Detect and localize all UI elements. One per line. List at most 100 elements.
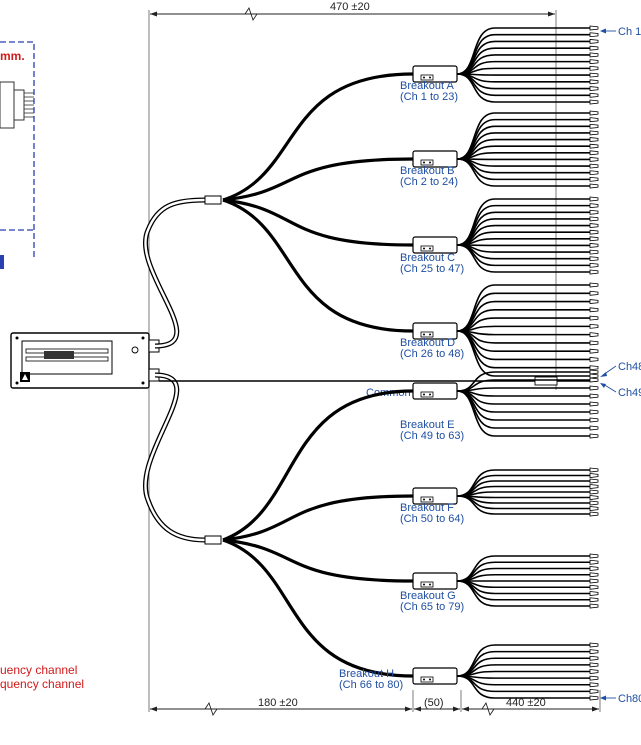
breakout-screw bbox=[423, 678, 425, 681]
branch-cable bbox=[222, 72, 414, 202]
fanout-wire bbox=[456, 330, 590, 336]
breakout-range: (Ch 66 to 80) bbox=[339, 679, 403, 691]
connector-tip bbox=[589, 72, 599, 78]
breakout-tab bbox=[420, 391, 434, 398]
fanout-wire bbox=[456, 387, 590, 392]
connector-tip bbox=[589, 59, 599, 65]
connector-tip bbox=[589, 143, 599, 149]
connector-tip bbox=[589, 86, 599, 91]
connector-tip bbox=[589, 401, 599, 407]
breakout-screw bbox=[423, 247, 425, 250]
breakout-range: (Ch 50 to 64) bbox=[400, 513, 464, 525]
fanout-wire bbox=[456, 573, 590, 582]
connector-tip bbox=[589, 572, 599, 578]
breakout-screw bbox=[423, 333, 425, 336]
connector-tip bbox=[589, 591, 599, 596]
branch-cable bbox=[222, 538, 414, 678]
breakout-module bbox=[412, 572, 458, 590]
connector-tip bbox=[589, 688, 599, 694]
connector-tip bbox=[589, 357, 599, 362]
connector-tip bbox=[589, 417, 599, 423]
connector-tip bbox=[589, 170, 599, 176]
connector-tip bbox=[589, 649, 599, 655]
connector-tip bbox=[589, 553, 599, 559]
connector-tip bbox=[589, 662, 599, 668]
breakout-screw bbox=[429, 333, 431, 336]
connector-tip bbox=[589, 262, 599, 268]
connector-tip bbox=[589, 117, 599, 123]
breakout-branches bbox=[222, 65, 458, 685]
connector-tip bbox=[589, 45, 599, 51]
connector-tip bbox=[589, 163, 599, 169]
connector-tip bbox=[589, 196, 599, 202]
connector-tip bbox=[589, 79, 599, 85]
breakout-screw bbox=[423, 76, 425, 79]
breakout-screw bbox=[429, 498, 431, 501]
connector-tip bbox=[589, 500, 599, 506]
fanout-bundles bbox=[456, 25, 599, 701]
fanout-wire bbox=[456, 390, 590, 437]
connector-tip bbox=[589, 484, 599, 489]
breakout-range: (Ch 49 to 63) bbox=[400, 430, 464, 442]
connector-tip bbox=[589, 229, 599, 235]
connector-tip bbox=[589, 566, 599, 571]
fanout-wire bbox=[456, 238, 590, 246]
inset-connector-body bbox=[0, 81, 15, 129]
connector-tip bbox=[589, 332, 599, 338]
dimension-top: 470 ±20 bbox=[150, 1, 555, 22]
breakout-name: Breakout D bbox=[400, 337, 455, 349]
connector-tip bbox=[589, 299, 599, 304]
connector-tip bbox=[589, 123, 599, 129]
breakout-name: Breakout G bbox=[400, 590, 456, 602]
connector-tip bbox=[589, 25, 599, 31]
connector-tip bbox=[589, 340, 599, 346]
inset-connector-head bbox=[13, 89, 25, 121]
breakout-screw bbox=[423, 583, 425, 586]
channel-label-ch48: Ch48 bbox=[618, 361, 641, 373]
connector-tip bbox=[589, 425, 599, 431]
breakout-screw bbox=[423, 498, 425, 501]
breakout-range: (Ch 65 to 79) bbox=[400, 601, 464, 613]
connector-tip bbox=[589, 597, 599, 603]
connector-tip bbox=[589, 150, 599, 156]
inset-marker bbox=[0, 255, 4, 269]
fanout-wire bbox=[456, 152, 590, 160]
breakout-name: Breakout A bbox=[400, 80, 454, 92]
connector-tip bbox=[589, 584, 599, 590]
breakout-tab bbox=[420, 159, 434, 166]
connector-tip bbox=[589, 256, 599, 262]
breakout-tab bbox=[420, 245, 434, 252]
breakout-screw bbox=[429, 393, 431, 396]
breakout-tab bbox=[420, 581, 434, 588]
branch-cable bbox=[222, 389, 414, 542]
fanout-wire bbox=[456, 495, 590, 499]
connector-tip bbox=[589, 32, 599, 38]
breakout-module bbox=[412, 667, 458, 685]
breakout-name: Breakout H bbox=[339, 668, 394, 680]
connector-tip bbox=[589, 603, 599, 609]
fanout-wire bbox=[456, 158, 590, 187]
breakout-name: Breakout B bbox=[400, 165, 454, 177]
connector-tip bbox=[589, 249, 599, 255]
breakout-name: Breakout E bbox=[400, 419, 454, 431]
connector-tip bbox=[589, 176, 599, 182]
fanout-wire bbox=[456, 675, 590, 679]
dimension-bottom-right-label: 440 ±20 bbox=[506, 697, 546, 709]
connector-tip bbox=[589, 695, 599, 701]
connector-tip bbox=[589, 157, 599, 162]
breakout-range: (Ch 2 to 24) bbox=[400, 176, 458, 188]
fanout-wire bbox=[456, 664, 590, 677]
connector-tip bbox=[589, 489, 599, 495]
connector-tip bbox=[589, 675, 599, 681]
branch-cable bbox=[222, 538, 414, 583]
breakout-range: (Ch 1 to 23) bbox=[400, 91, 458, 103]
dimension-bottom-mid-label: (50) bbox=[424, 697, 444, 709]
connector-tip bbox=[589, 130, 599, 136]
connector-tip bbox=[589, 52, 599, 58]
fanout-wire bbox=[456, 73, 590, 103]
connector-tip bbox=[589, 282, 599, 288]
fanout-wire bbox=[456, 491, 590, 497]
connector-tip bbox=[589, 377, 599, 383]
